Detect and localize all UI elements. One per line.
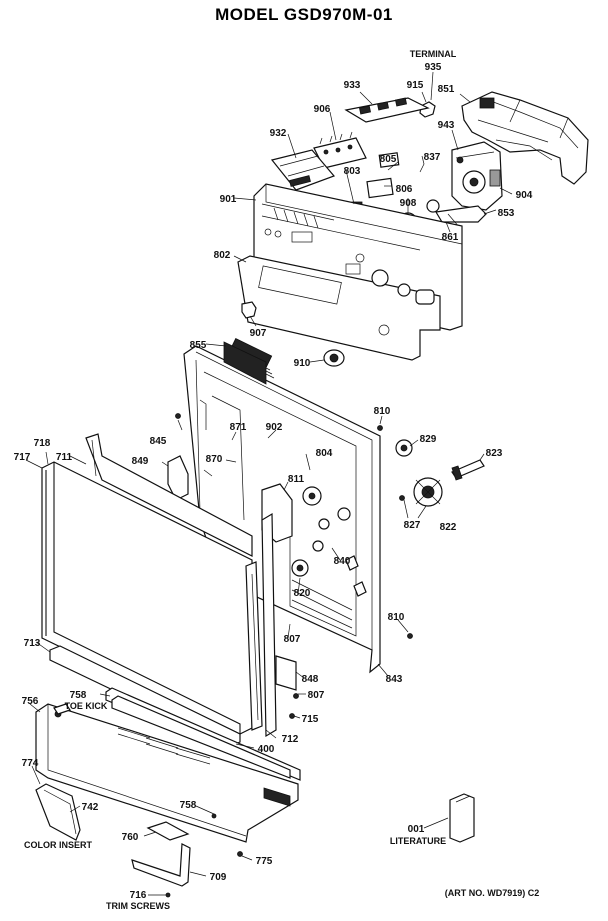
- label-853: 853: [498, 208, 515, 219]
- label-810b: 810: [388, 612, 405, 623]
- caption-terminal: TERMINAL: [410, 49, 457, 59]
- label-827: 827: [404, 520, 421, 531]
- label-861: 861: [442, 232, 459, 243]
- screw-845: [175, 413, 181, 419]
- label-806: 806: [396, 184, 413, 195]
- label-709: 709: [210, 872, 227, 883]
- label-716: 716: [130, 890, 147, 901]
- label-933: 933: [344, 80, 361, 91]
- label-837: 837: [424, 152, 441, 163]
- screw-827: [399, 495, 405, 501]
- label-712: 712: [282, 734, 299, 745]
- label-935: 935: [425, 62, 442, 73]
- label-906: 906: [314, 104, 331, 115]
- label-823: 823: [486, 448, 503, 459]
- bracket-760: [146, 821, 190, 841]
- label-742: 742: [82, 802, 99, 813]
- label-851: 851: [438, 84, 455, 95]
- label-811: 811: [288, 474, 305, 485]
- label-760: 760: [122, 832, 139, 843]
- label-803: 803: [344, 166, 361, 177]
- label-802: 802: [214, 250, 231, 261]
- caption-toe-kick: TOE KICK: [65, 701, 108, 711]
- gear-822: [413, 477, 443, 507]
- side-rail-848: [261, 512, 299, 738]
- toe-kick-panel: [105, 687, 301, 781]
- screw-810b: [407, 633, 413, 639]
- label-848: 848: [302, 674, 319, 685]
- label-822: 822: [440, 522, 457, 533]
- label-901: 901: [220, 194, 237, 205]
- knob-829: [395, 439, 413, 457]
- terminal-block: [419, 71, 436, 118]
- label-829: 829: [420, 434, 437, 445]
- selector-switch-assembly: [270, 149, 336, 191]
- label-775: 775: [256, 856, 273, 867]
- label-907: 907: [250, 328, 267, 339]
- escutcheon-802: [237, 255, 441, 361]
- rear-panel-711: [85, 433, 253, 557]
- screw-810a: [377, 425, 383, 431]
- label-805: 805: [380, 154, 397, 165]
- rocker-switch-assembly: [313, 131, 367, 169]
- side-rail-712: [245, 561, 263, 731]
- push-button-switch-assembly: [344, 97, 430, 123]
- literature-booklet: [449, 793, 475, 843]
- label-915: 915: [407, 80, 424, 91]
- label-717: 717: [14, 452, 31, 463]
- knob-910: [323, 349, 345, 367]
- label-849: 849: [132, 456, 149, 467]
- label-711: 711: [56, 452, 73, 463]
- label-001: 001: [408, 824, 425, 835]
- label-902: 902: [266, 422, 283, 433]
- label-807b: 807: [308, 690, 325, 701]
- art-number: (ART NO. WD7919) C2: [445, 888, 540, 898]
- junction-box-housing: [461, 91, 589, 185]
- label-774: 774: [22, 758, 39, 769]
- label-804: 804: [316, 448, 333, 459]
- cam-linkage: [426, 199, 487, 229]
- outer-door-panel: [41, 461, 253, 735]
- label-843: 843: [386, 674, 403, 685]
- label-715: 715: [302, 714, 319, 725]
- label-871: 871: [230, 422, 247, 433]
- label-908: 908: [400, 198, 417, 209]
- label-400: 400: [258, 744, 275, 755]
- label-807: 807: [284, 634, 301, 645]
- vent-855: [223, 341, 267, 385]
- label-855: 855: [190, 340, 207, 351]
- caption-color-insert: COLOR INSERT: [24, 840, 93, 850]
- label-943: 943: [438, 120, 455, 131]
- diagram-title: MODEL GSD970M-01: [215, 5, 393, 24]
- part-labels: 935 915 851 933 906 943 932 805 837 803 …: [14, 62, 533, 901]
- hinge-bracket-849: [167, 455, 189, 501]
- label-910: 910: [294, 358, 311, 369]
- label-870: 870: [206, 454, 223, 465]
- screw-775: [237, 851, 243, 857]
- bracket-709: [131, 843, 191, 887]
- label-718: 718: [34, 438, 51, 449]
- screw-716: [165, 892, 171, 898]
- timer-motor-assembly: [451, 141, 503, 211]
- caption-literature: LITERATURE: [390, 836, 446, 846]
- label-932: 932: [270, 128, 287, 139]
- label-756: 756: [22, 696, 39, 707]
- screw-758b: [211, 813, 217, 819]
- bottom-rail-713: [49, 645, 241, 747]
- label-758a: 758: [70, 690, 87, 701]
- label-845: 845: [150, 436, 167, 447]
- leader-lines: [25, 91, 513, 896]
- color-insert-742: [35, 783, 81, 841]
- label-820: 820: [294, 588, 311, 599]
- label-758b: 758: [180, 800, 197, 811]
- label-904: 904: [516, 190, 533, 201]
- shaft-823: [451, 459, 485, 481]
- caption-trim-screws: TRIM SCREWS: [106, 901, 170, 911]
- label-713: 713: [24, 638, 41, 649]
- clip-907: [241, 301, 257, 319]
- lower-access-panel: [35, 703, 299, 843]
- label-840: 840: [334, 556, 351, 567]
- label-810a: 810: [374, 406, 391, 417]
